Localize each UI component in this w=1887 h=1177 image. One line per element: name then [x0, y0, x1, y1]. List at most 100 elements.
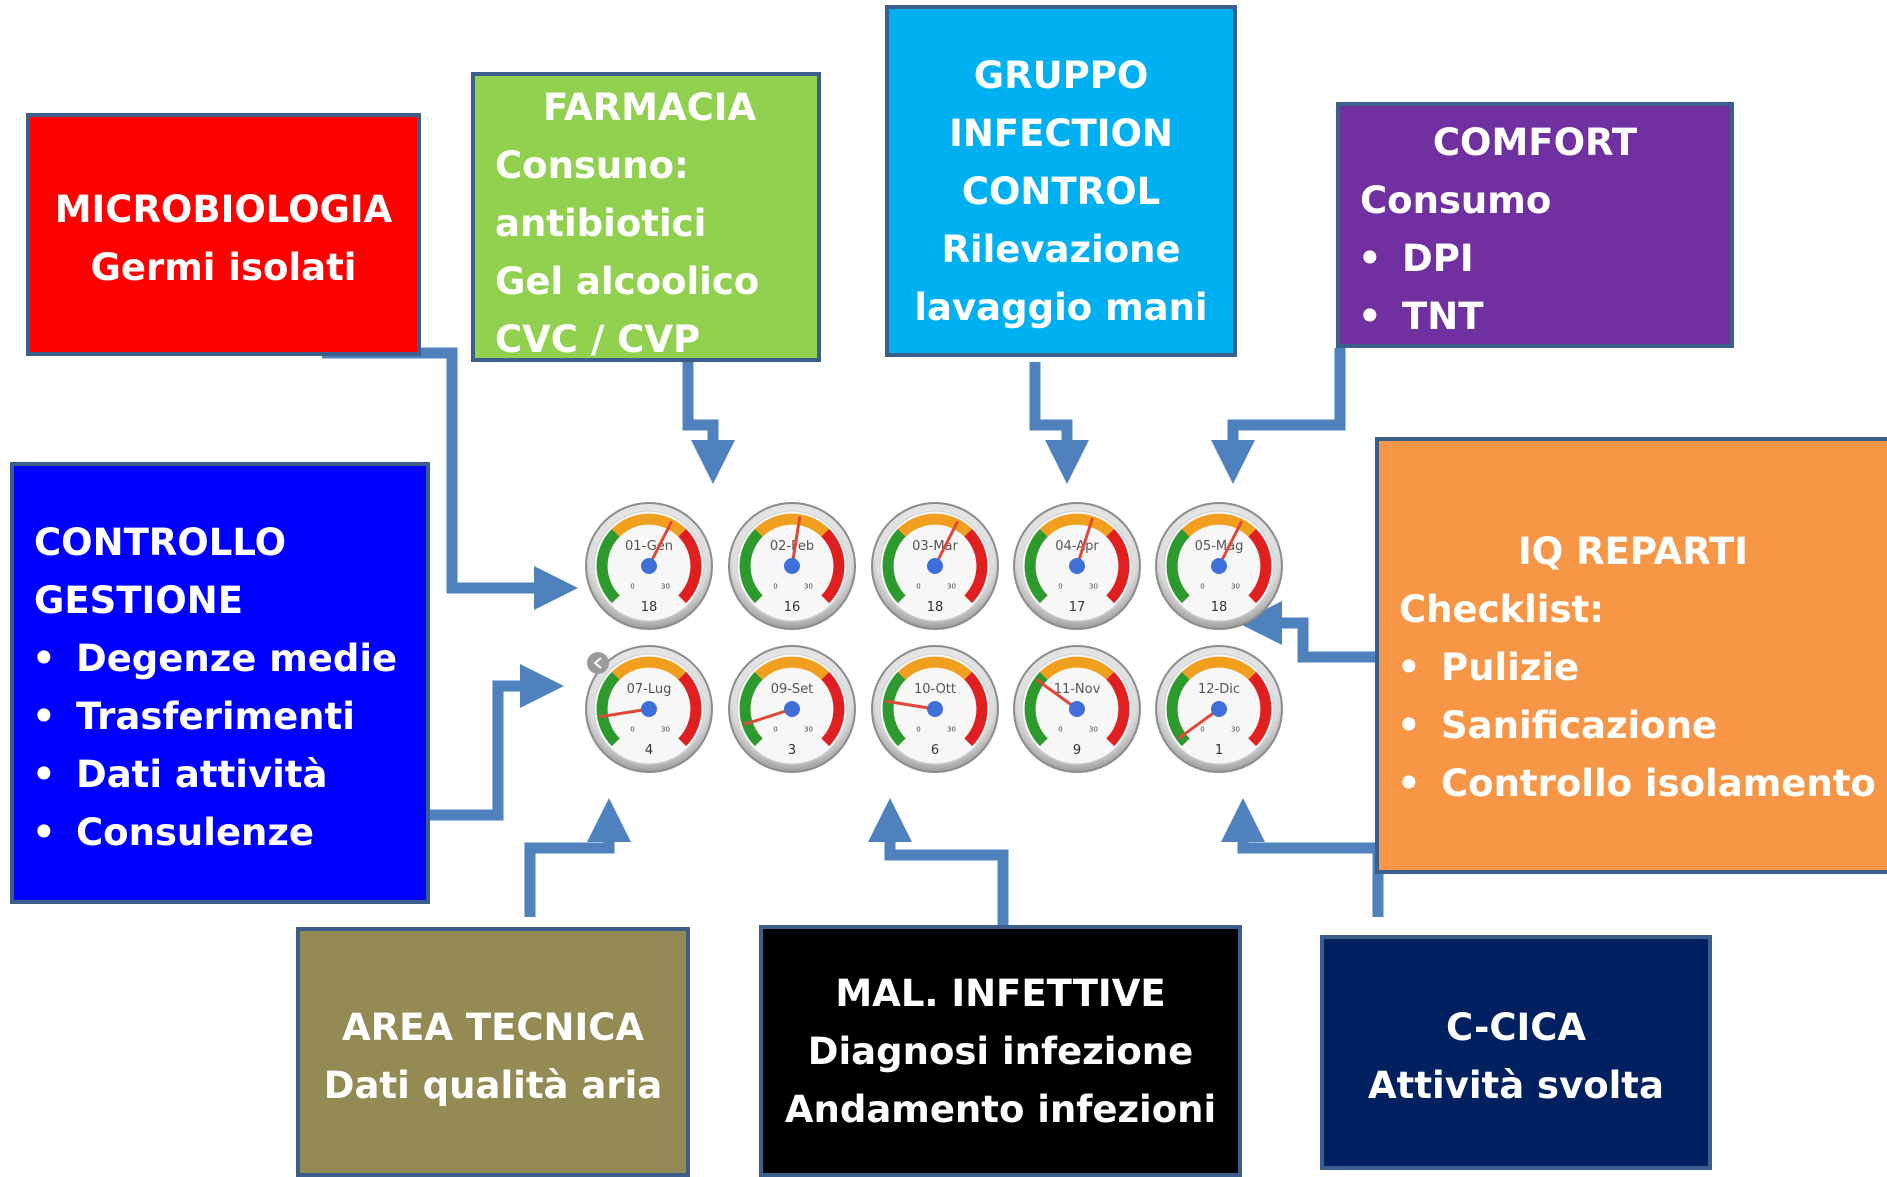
gauge-min-label: 0	[1200, 583, 1204, 591]
arrow-infection-control	[1029, 362, 1089, 484]
gauge-hub	[1211, 558, 1227, 574]
farmacia-line-4: CVC / CVP	[495, 318, 701, 361]
gauge-label: 10-Ott	[914, 682, 956, 697]
iq-reparti-item: Controllo isolamento	[1379, 755, 1887, 813]
gauge-band	[678, 528, 702, 604]
gauge-hub	[784, 558, 800, 574]
ccica-line-2: Attività svolta	[1368, 1064, 1664, 1107]
gauge-max-label: 30	[1089, 726, 1098, 734]
arrow-ccica	[1221, 798, 1384, 917]
gauge-value: 9	[1073, 743, 1081, 758]
infection-control-box: GRUPPO INFECTION CONTROL Rilevazione lav…	[885, 5, 1237, 357]
chevron-left-icon	[587, 652, 609, 674]
mal-infettive-line-1: MAL. INFETTIVE	[835, 972, 1166, 1015]
controllo-gestione-item: Trasferimenti	[14, 688, 426, 746]
gauge-label: 01-Gen	[625, 539, 673, 554]
microbiologia-title: MICROBIOLOGIA	[54, 188, 393, 231]
comfort-item: TNT	[1340, 288, 1730, 346]
arrow-controllo-gestione	[428, 664, 564, 821]
gauge-label: 09-Set	[771, 682, 814, 697]
gauge-max-label: 30	[1231, 583, 1240, 591]
farmacia-title: FARMACIA	[543, 86, 757, 129]
gauge-label: 12-Dic	[1198, 682, 1240, 697]
microbiologia-box: MICROBIOLOGIA Germi isolati	[26, 113, 421, 356]
controllo-gestione-line-2: GESTIONE	[34, 579, 243, 622]
area-tecnica-line-2: Dati qualità aria	[323, 1064, 663, 1107]
gauge-hub	[927, 558, 943, 574]
gauge-band	[1181, 513, 1257, 537]
gauge-band	[1106, 528, 1130, 604]
controllo-gestione-item: Dati attività	[14, 746, 426, 804]
gauge-value: 4	[645, 743, 653, 758]
controllo-gestione-list: Degenze medie Trasferimenti Dati attivit…	[14, 630, 426, 862]
gauge-band	[596, 528, 620, 604]
gauge-band	[1106, 671, 1130, 747]
area-tecnica-box: AREA TECNICA Dati qualità aria	[296, 927, 690, 1177]
gauge-needle	[743, 707, 794, 726]
gauge-hub	[927, 701, 943, 717]
arrow-area-tecnica	[524, 798, 631, 917]
gauge-min-label: 0	[1200, 726, 1204, 734]
gauge-label: 04-Apr	[1055, 539, 1099, 554]
gauge-max-label: 30	[1231, 726, 1240, 734]
gauge-band	[1039, 656, 1115, 680]
iq-reparti-box: IQ REPARTI Checklist: Pulizie Sanificazi…	[1375, 437, 1887, 874]
gauge-needle	[599, 707, 651, 719]
ccica-line-1: C-CICA	[1445, 1006, 1587, 1049]
farmacia-box: FARMACIA Consuno: antibiotici Gel alcool…	[471, 72, 821, 362]
gauge-label: 07-Lug	[627, 682, 672, 697]
gauge: 0 30 04-Apr 17	[1013, 502, 1141, 630]
microbiologia-text: Germi isolati	[90, 246, 357, 289]
gauge-max-label: 30	[1089, 583, 1098, 591]
mal-infettive-box: MAL. INFETTIVE Diagnosi infezione Andame…	[759, 925, 1242, 1177]
comfort-title: COMFORT	[1432, 121, 1638, 164]
gauge-hub	[784, 701, 800, 717]
gauge-band	[754, 656, 830, 680]
gauge-band	[821, 528, 845, 604]
gauge-band	[897, 656, 973, 680]
comfort-item: DPI	[1340, 230, 1730, 288]
gauge-band	[739, 528, 763, 604]
gauge-value: 1	[1215, 743, 1223, 758]
gauge-band	[678, 671, 702, 747]
gauge-band	[611, 656, 687, 680]
gauge-value: 17	[1069, 600, 1086, 615]
gauge-hub	[1069, 701, 1085, 717]
gauge-needle	[885, 699, 937, 711]
controllo-gestione-line-1: CONTROLLO	[34, 521, 287, 564]
gauge-band	[1024, 528, 1048, 604]
comfort-box: COMFORT Consumo DPI TNT	[1336, 102, 1734, 348]
ccica-box: C-CICA Attività svolta	[1320, 935, 1712, 1170]
controllo-gestione-item: Degenze medie	[14, 630, 426, 688]
carousel-prev-button[interactable]	[587, 652, 609, 674]
gauge-min-label: 0	[773, 726, 777, 734]
gauge-min-label: 0	[1058, 726, 1062, 734]
arrow-farmacia	[682, 355, 735, 484]
mal-infettive-line-2: Diagnosi infezione	[807, 1030, 1194, 1073]
gauge-needle	[933, 520, 959, 568]
farmacia-line-1: Consuno:	[495, 144, 689, 187]
gauge-band	[1181, 656, 1257, 680]
gauge-min-label: 0	[1058, 583, 1062, 591]
gauge-value: 3	[788, 743, 796, 758]
gauge-band	[897, 513, 973, 537]
infection-control-line-2: INFECTION	[949, 112, 1173, 155]
gauge-value: 18	[927, 600, 944, 615]
gauge-needle	[1217, 520, 1243, 568]
gauge-hub	[1069, 558, 1085, 574]
iq-reparti-list: Pulizie Sanificazione Controllo isolamen…	[1379, 639, 1887, 813]
gauge-min-label: 0	[630, 726, 634, 734]
gauge: 0 30 12-Dic 1	[1155, 645, 1283, 773]
gauge-max-label: 30	[947, 583, 956, 591]
infection-control-line-4: Rilevazione	[941, 228, 1181, 271]
gauge-band	[754, 513, 830, 537]
gauge-label: 05-Mag	[1195, 539, 1244, 554]
